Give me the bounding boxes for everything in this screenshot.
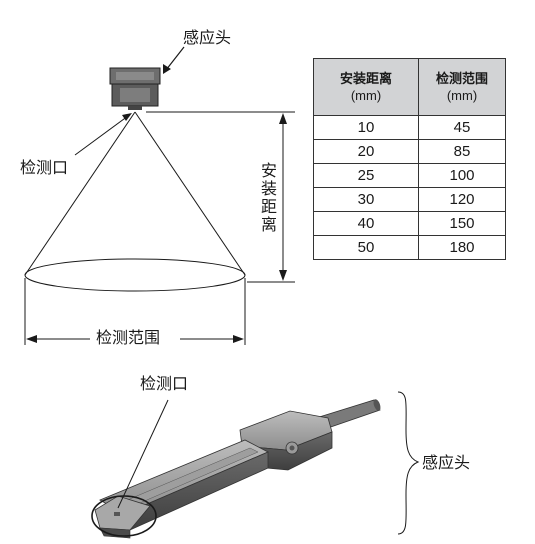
table-cell: 10 [313, 115, 419, 140]
detection-range-label: 检测范围 [96, 328, 161, 347]
table-cell: 40 [313, 211, 419, 236]
table-cell: 85 [418, 139, 506, 164]
detection-port-label: 检测口 [20, 158, 69, 177]
sensor-head-pointer [165, 46, 185, 71]
table-cell: 100 [418, 163, 506, 188]
column-header-install-distance: 安装距离 (mm) [313, 58, 419, 116]
table-row: 25 100 [313, 163, 506, 188]
detection-port-pointer [74, 115, 129, 156]
table-row: 40 150 [313, 211, 506, 236]
table-cell: 50 [313, 235, 419, 260]
detection-port-pointer-bottom [117, 399, 169, 509]
table-header-row: 安装距离 (mm) 检测范围 (mm) [313, 58, 506, 116]
table-row: 30 120 [313, 187, 506, 212]
column-header-detection-range: 检测范围 (mm) [418, 58, 506, 116]
table-row: 10 45 [313, 115, 506, 140]
detection-port-label-bottom: 检测口 [140, 374, 189, 393]
table-cell: 180 [418, 235, 506, 260]
cone-right-edge [134, 111, 246, 276]
cone-left-edge [24, 111, 136, 276]
sensor-head-3d-view [91, 391, 420, 539]
table-row: 50 180 [313, 235, 506, 260]
distance-range-table: 安装距离 (mm) 检测范围 (mm) 10 45 20 85 25 100 3… [313, 58, 506, 260]
table-cell: 45 [418, 115, 506, 140]
table-cell: 20 [313, 139, 419, 164]
table-cell: 150 [418, 211, 506, 236]
sensor-head-cylinder [109, 67, 161, 110]
sensor-head-label-bottom: 感应头 [422, 453, 471, 472]
cone-base-ellipse [24, 258, 246, 292]
install-distance-label: 安装距离 [258, 162, 277, 234]
table-cell: 120 [418, 187, 506, 212]
table-row: 20 85 [313, 139, 506, 164]
table-cell: 25 [313, 163, 419, 188]
detection-cone-diagram [24, 46, 295, 347]
sensor-head-label: 感应头 [183, 28, 232, 47]
sensor-head-body [94, 399, 381, 539]
sensor-head-brace [397, 391, 420, 535]
table-cell: 30 [313, 187, 419, 212]
